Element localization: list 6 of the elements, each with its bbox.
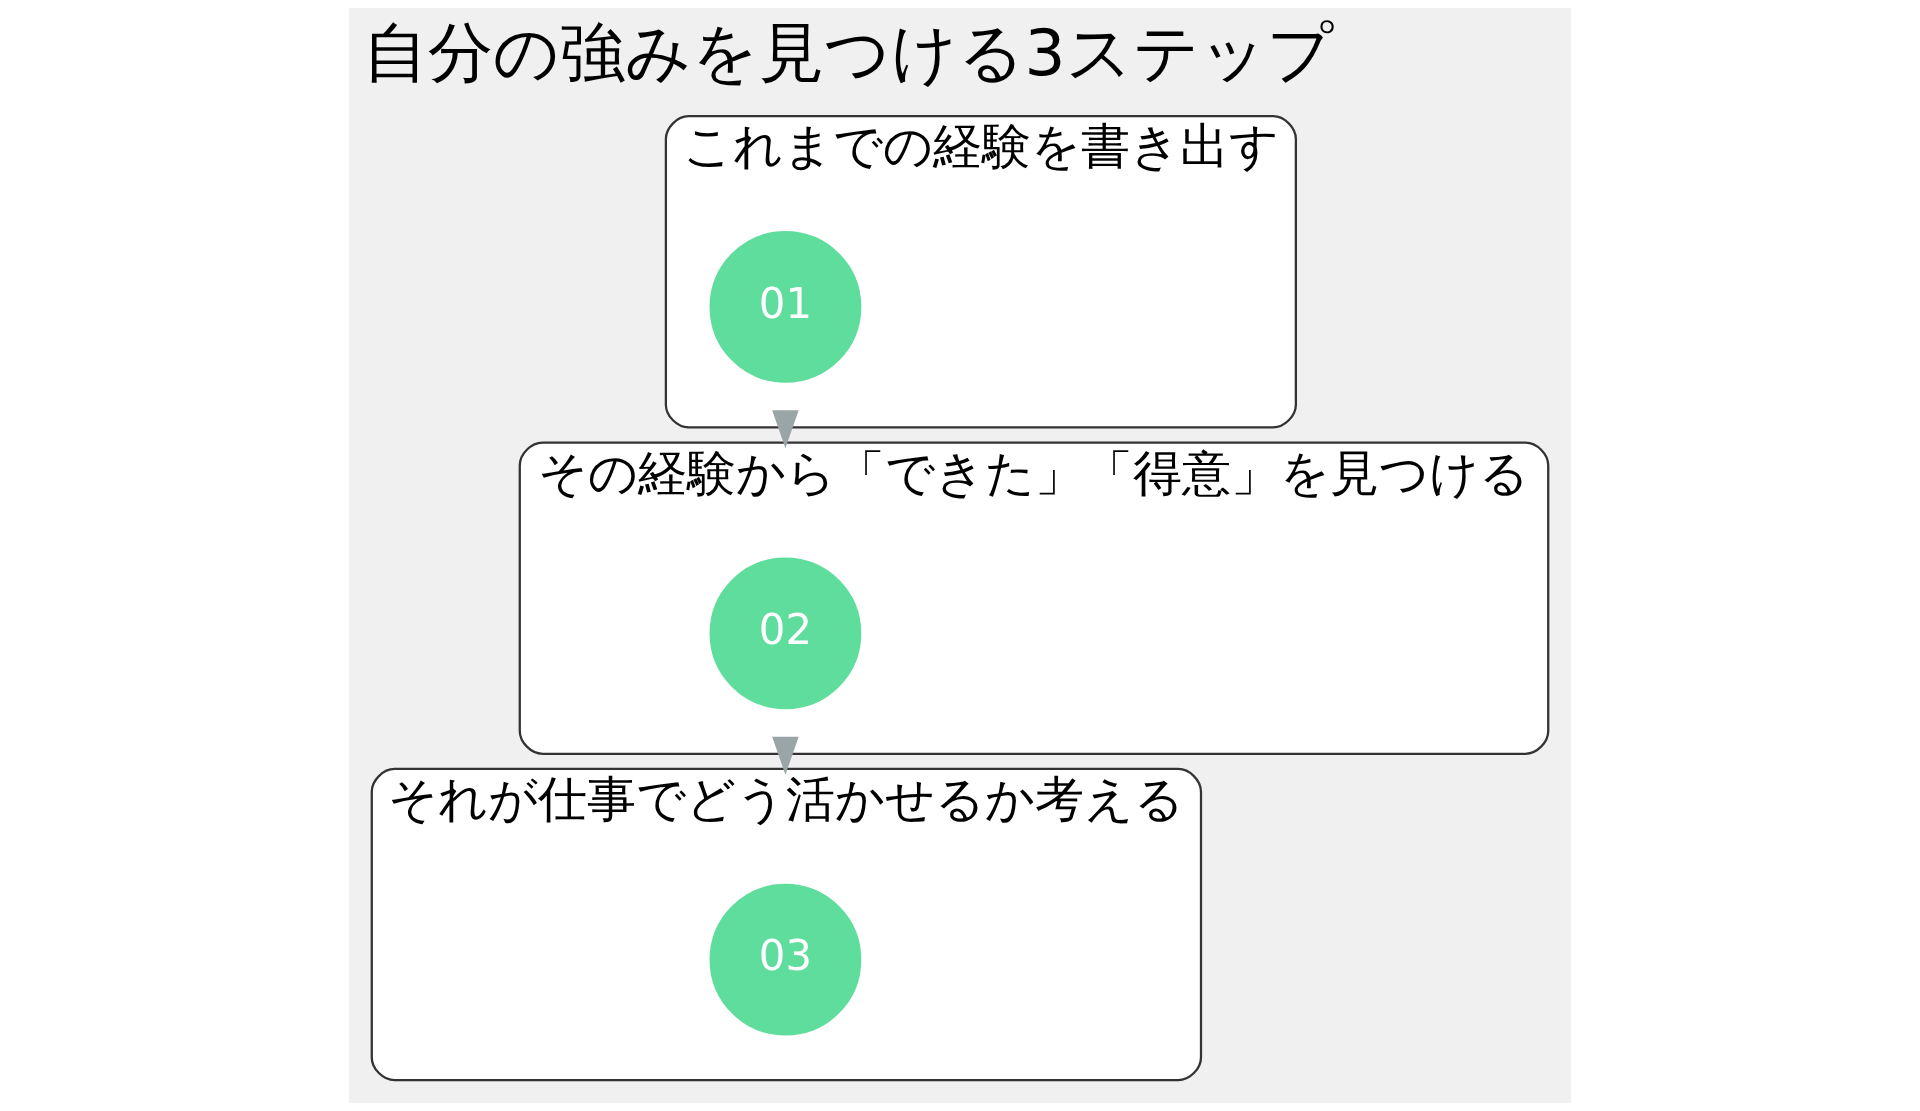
node-circle: 02 xyxy=(709,557,862,710)
node-circle: 01 xyxy=(709,231,862,383)
node-circle: 03 xyxy=(709,883,862,1036)
diagram-title: 自分の強みを見つける3ステップ xyxy=(362,14,1334,90)
arrow xyxy=(772,736,799,775)
arrow xyxy=(772,410,799,449)
